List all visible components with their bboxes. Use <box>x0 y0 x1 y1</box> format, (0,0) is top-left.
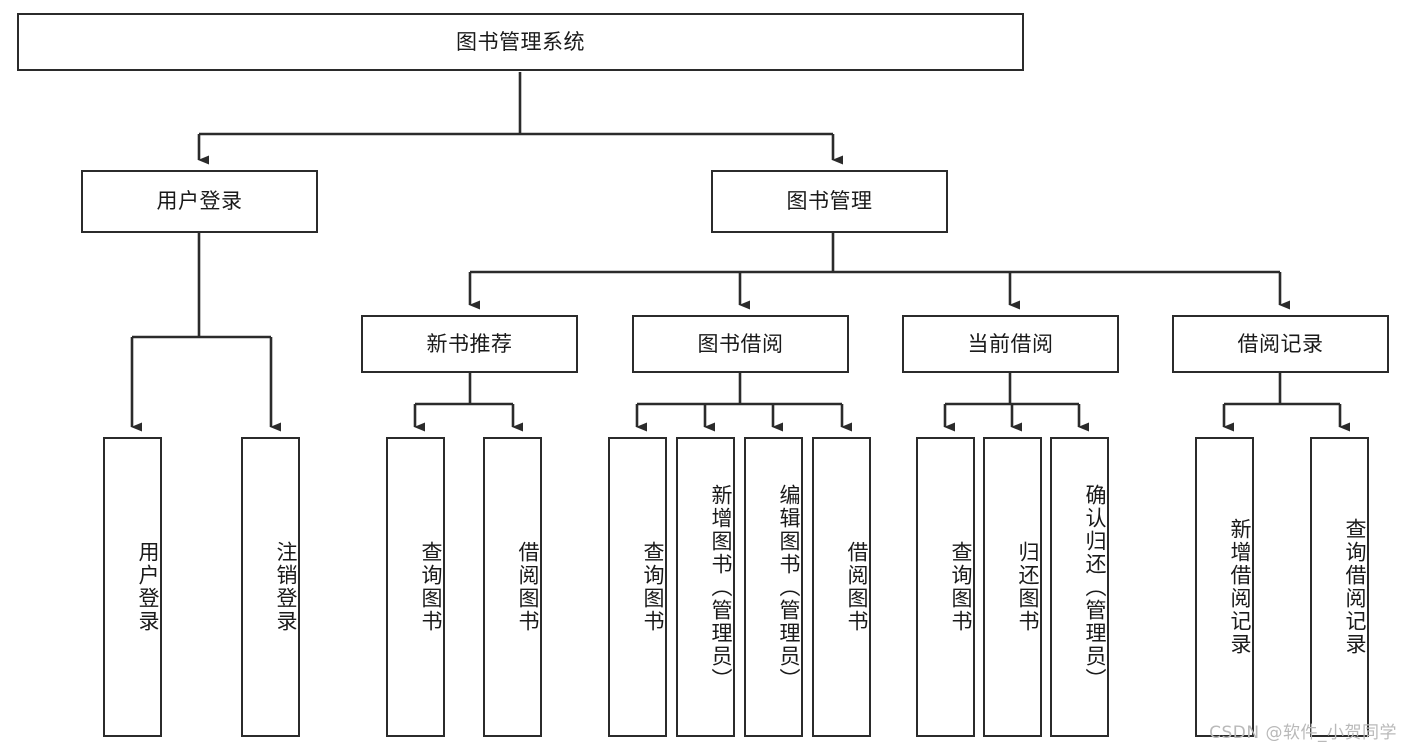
leaf-logout[interactable]: 注销登录 <box>241 437 300 737</box>
node-label: 用户登录 <box>136 541 160 633</box>
node-user-login[interactable]: 用户登录 <box>81 170 318 233</box>
node-label: 图书管理 <box>786 189 873 214</box>
node-label: 归还图书 <box>1016 541 1040 633</box>
leaf-query-book-current[interactable]: 查询图书 <box>916 437 975 737</box>
leaf-borrow-book-new[interactable]: 借阅图书 <box>483 437 542 737</box>
leaf-add-borrow-record[interactable]: 新增借阅记录 <box>1195 437 1254 737</box>
leaf-query-borrow-record[interactable]: 查询借阅记录 <box>1310 437 1369 737</box>
node-book-borrow[interactable]: 图书借阅 <box>632 315 849 373</box>
node-label: 编辑图书（管理员） <box>777 483 801 691</box>
leaf-edit-book-admin[interactable]: 编辑图书（管理员） <box>744 437 803 737</box>
node-label: 图书借阅 <box>697 331 784 356</box>
node-label: 查询图书 <box>641 541 665 633</box>
node-label: 借阅记录 <box>1237 331 1324 356</box>
leaf-add-book-admin[interactable]: 新增图书（管理员） <box>676 437 735 737</box>
node-label: 用户登录 <box>156 189 243 214</box>
node-label: 确认归还（管理员） <box>1083 483 1107 691</box>
node-label: 注销登录 <box>274 541 298 633</box>
node-root-system[interactable]: 图书管理系统 <box>17 13 1024 71</box>
leaf-confirm-return-admin[interactable]: 确认归还（管理员） <box>1050 437 1109 737</box>
leaf-return-book[interactable]: 归还图书 <box>983 437 1042 737</box>
leaf-user-login[interactable]: 用户登录 <box>103 437 162 737</box>
node-label: 查询借阅记录 <box>1343 518 1367 656</box>
node-label: 查询图书 <box>949 541 973 633</box>
node-label: 查询图书 <box>419 541 443 633</box>
node-label: 当前借阅 <box>967 331 1054 356</box>
leaf-query-book-new[interactable]: 查询图书 <box>386 437 445 737</box>
node-label: 借阅图书 <box>845 541 869 633</box>
node-label: 新增借阅记录 <box>1228 518 1252 656</box>
node-current-borrow[interactable]: 当前借阅 <box>902 315 1119 373</box>
watermark: CSDN @软件_小贺同学 <box>1209 723 1397 743</box>
node-borrow-record[interactable]: 借阅记录 <box>1172 315 1389 373</box>
leaf-borrow-book[interactable]: 借阅图书 <box>812 437 871 737</box>
leaf-query-book[interactable]: 查询图书 <box>608 437 667 737</box>
node-label: 图书管理系统 <box>456 29 585 54</box>
node-label: 新书推荐 <box>426 331 513 356</box>
node-label: 借阅图书 <box>516 541 540 633</box>
node-new-book-recommend[interactable]: 新书推荐 <box>361 315 578 373</box>
node-book-management[interactable]: 图书管理 <box>711 170 948 233</box>
node-label: 新增图书（管理员） <box>709 483 733 691</box>
